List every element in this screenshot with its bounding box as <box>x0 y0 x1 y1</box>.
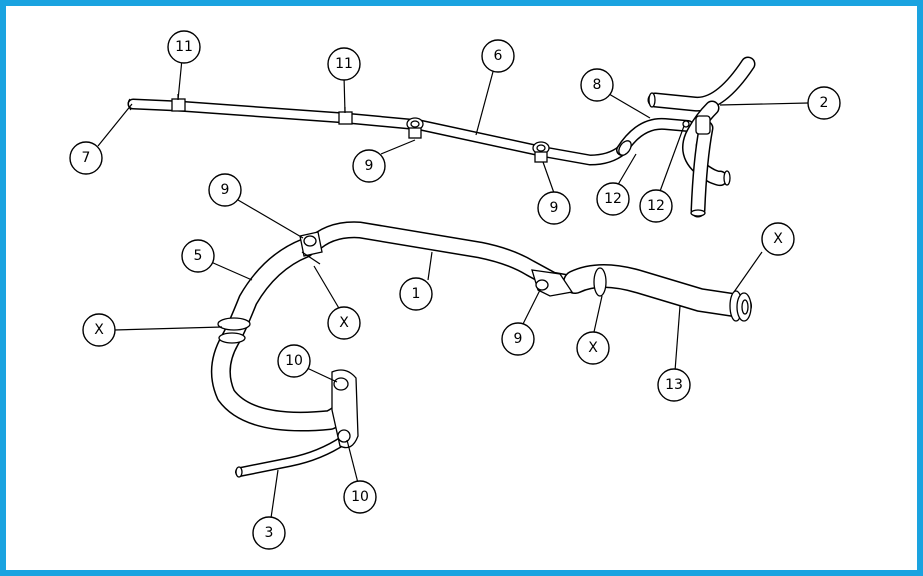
hose-assembly-diagram: 11 11 6 8 2 7 9 9 12 12 9 X <box>69 30 841 550</box>
svg-text:9: 9 <box>514 331 523 347</box>
leader-lines <box>97 58 809 519</box>
svg-text:10: 10 <box>351 489 369 505</box>
svg-text:13: 13 <box>665 377 683 393</box>
callout-11-right: 11 <box>327 47 361 81</box>
svg-text:X: X <box>588 340 598 356</box>
svg-text:9: 9 <box>365 158 374 174</box>
callout-6: 6 <box>481 39 515 73</box>
diagram-frame: 11 11 6 8 2 7 9 9 12 12 9 X <box>6 6 917 570</box>
hose-8 <box>616 117 694 156</box>
callout-2: 2 <box>807 86 841 120</box>
callout-9-upper-left: 9 <box>352 149 386 183</box>
callout-13: 13 <box>657 368 691 402</box>
svg-text:X: X <box>773 231 783 247</box>
callout-12-left: 12 <box>596 182 630 216</box>
svg-text:12: 12 <box>647 198 665 214</box>
svg-text:3: 3 <box>265 525 274 541</box>
callout-11-left: 11 <box>167 30 201 64</box>
svg-text:5: 5 <box>194 248 203 264</box>
callout-x-top-right: X <box>761 222 795 256</box>
callout-9-upper-right: 9 <box>537 191 571 225</box>
callout-x-left: X <box>82 313 116 347</box>
clip-9-upper-left <box>406 117 424 139</box>
callout-5: 5 <box>181 239 215 273</box>
clamp-x-hose-5 <box>217 317 251 344</box>
callout-12-right: 12 <box>639 189 673 223</box>
hose-5 <box>210 238 355 432</box>
svg-text:9: 9 <box>221 182 230 198</box>
svg-text:11: 11 <box>175 39 193 55</box>
svg-text:11: 11 <box>335 56 353 72</box>
svg-text:2: 2 <box>820 95 829 111</box>
clip-9-upper-right <box>532 141 550 163</box>
callout-x-hose-1: X <box>327 306 361 340</box>
callout-8: 8 <box>580 68 614 102</box>
flange-plate <box>331 369 359 449</box>
callout-9-hose-1: 9 <box>208 173 242 207</box>
svg-text:8: 8 <box>593 77 602 93</box>
hose-3 <box>235 435 349 478</box>
callout-3: 3 <box>252 516 286 550</box>
svg-text:12: 12 <box>604 191 622 207</box>
hose-1 <box>303 221 584 293</box>
callout-1: 1 <box>399 277 433 311</box>
callout-7: 7 <box>69 141 103 175</box>
svg-text:7: 7 <box>82 150 91 166</box>
svg-text:10: 10 <box>285 353 303 369</box>
callout-x-hose-13: X <box>576 331 610 365</box>
clip-9-hose-1 <box>299 231 323 265</box>
callout-9-right: 9 <box>501 322 535 356</box>
svg-text:1: 1 <box>412 286 421 302</box>
svg-text:X: X <box>339 315 349 331</box>
hose-13 <box>563 264 752 322</box>
svg-text:X: X <box>94 322 104 338</box>
bracket-9-right <box>531 269 574 297</box>
svg-text:6: 6 <box>494 48 503 64</box>
callout-10-upper: 10 <box>277 344 311 378</box>
y-connector-2 <box>647 56 756 218</box>
svg-text:9: 9 <box>550 200 559 216</box>
callout-10-lower: 10 <box>343 480 377 514</box>
